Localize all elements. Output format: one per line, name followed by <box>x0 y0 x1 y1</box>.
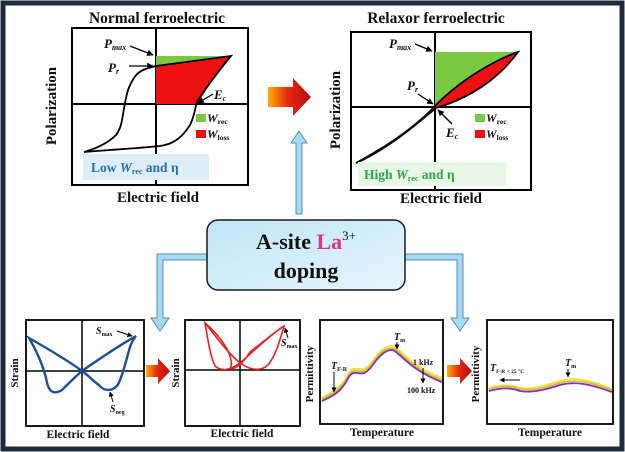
perm-normal-tfr-label: TF-R <box>331 361 348 373</box>
strain-normal-smax-arrow <box>116 330 133 337</box>
relaxor-high-badge <box>358 162 506 186</box>
perm-normal-curve-100khz <box>321 349 443 402</box>
doping-line2: doping <box>274 258 339 283</box>
doping-line1: A-site La3+ <box>256 228 356 254</box>
strain-relaxor-smax-arrow <box>283 327 289 339</box>
perm-relaxor-curve-100khz <box>488 382 613 393</box>
perm-relaxor-y-label: Permittivity <box>470 345 482 402</box>
normal-legend-wloss: Wloss <box>207 127 229 142</box>
center-doping-box: A-site La3+ doping <box>206 219 406 291</box>
perm-relaxor-x-label: Temperature <box>518 427 582 439</box>
perm-relaxor-curve-mid <box>488 380 613 391</box>
relaxor-ec-arrow <box>437 109 453 125</box>
connector-up-arrow <box>290 130 308 215</box>
perm-normal-1khz-label: 1 kHz <box>413 358 434 367</box>
strain-normal-y-label: Strain <box>9 358 21 387</box>
connector-left-elbow <box>150 253 211 332</box>
permittivity-relaxor-panel: Tm TF-R < 25 °C Permittivity Temperature <box>470 319 614 439</box>
connector-right-elbow <box>404 253 470 332</box>
strain-relaxor-y-label: Strain <box>170 358 182 387</box>
strain-normal-sneg-arrow <box>108 391 114 403</box>
strain-normal-curve <box>25 334 137 394</box>
transition-arrow-top <box>268 78 311 116</box>
normal-badge-text: Low Wrec and η <box>91 160 179 176</box>
strain-relaxor-smax-label: Smax <box>281 338 298 350</box>
perm-normal-tm-label: Tm <box>394 332 405 344</box>
strain-relaxor-box <box>184 319 301 427</box>
normal-legend-wrec: Wrec <box>207 111 228 126</box>
strain-relaxor-curve-outer <box>203 320 286 371</box>
perm-normal-curve-1khz <box>321 344 443 399</box>
normal-wloss-area <box>156 56 231 104</box>
perm-relaxor-tm-label: Tm <box>565 358 576 370</box>
strain-relaxor-curve-inner <box>204 322 285 370</box>
perm-relaxor-tfr-label: TF-R < 25 °C <box>490 363 524 375</box>
relaxor-ec-label: Ec <box>445 125 459 141</box>
perm-normal-100khz-label: 100 kHz <box>407 386 436 395</box>
relaxor-y-label: Polarization <box>328 70 344 149</box>
strain-normal-x-label: Electric field <box>47 429 111 441</box>
doping-box <box>206 219 406 291</box>
relaxor-pr-arrow <box>417 93 434 105</box>
normal-pr-label: Pr <box>108 60 120 76</box>
relaxor-legend-wrec-swatch <box>475 114 485 122</box>
normal-ec-arrow <box>197 93 214 104</box>
normal-legend-wloss-swatch <box>196 130 206 138</box>
strain-normal-panel: Smax Sneg Strain Electric field <box>9 319 145 441</box>
connectors <box>150 130 470 332</box>
relaxor-legend-wrec: Wrec <box>486 111 507 126</box>
strain-relaxor-panel: Smax Strain Electric field <box>170 319 301 440</box>
normal-ferroelectric-panel: Normal ferroelectric Pmax Pr Ec Wrec Wlo… <box>44 10 249 206</box>
perm-relaxor-box <box>486 319 614 425</box>
normal-y-label: Polarization <box>44 66 60 145</box>
relaxor-legend-wloss-swatch <box>475 130 485 138</box>
relaxor-x-label: Electric field <box>400 191 483 207</box>
relaxor-pmax-label: Pmax <box>389 36 411 52</box>
strain-normal-sneg-label: Sneg <box>110 404 125 416</box>
relaxor-wloss-area <box>435 52 518 108</box>
relaxor-badge-text: High Wrec and η <box>364 167 455 183</box>
perm-normal-x-label: Temperature <box>350 427 414 439</box>
relaxor-wrec-area <box>435 52 518 106</box>
perm-normal-curve-mid <box>321 347 443 400</box>
transition-arrow-strain <box>146 358 170 384</box>
relaxor-panel-title: Relaxor ferroelectric <box>367 10 505 27</box>
strain-normal-smax-label: Smax <box>96 326 113 338</box>
relaxor-hysteresis-loop <box>355 50 521 164</box>
normal-hysteresis-loop <box>83 54 234 153</box>
strain-relaxor-x-label: Electric field <box>211 428 275 440</box>
normal-ec-label: Ec <box>213 87 227 103</box>
perm-relaxor-curve-1khz <box>488 378 613 390</box>
transition-arrow-permittivity <box>447 358 472 384</box>
relaxor-ferroelectric-panel: Relaxor ferroelectric Pmax Pr Ec Wrec Wl… <box>328 10 532 207</box>
normal-low-badge <box>83 154 209 180</box>
relaxor-pmax-arrow <box>414 43 433 52</box>
normal-panel-title: Normal ferroelectric <box>89 10 225 27</box>
normal-pmax-label: Pmax <box>104 36 126 52</box>
normal-x-label: Electric field <box>117 190 200 206</box>
normal-pmax-arrow <box>129 45 154 56</box>
normal-legend-wrec-swatch <box>196 114 206 122</box>
perm-normal-y-label: Permittivity <box>304 345 316 402</box>
permittivity-normal-panel: Tm TF-R 1 kHz 100 kHz Permittivity Tempe… <box>304 319 444 439</box>
relaxor-legend-wloss: Wloss <box>486 127 508 142</box>
relaxor-pr-label: Pr <box>407 78 419 94</box>
